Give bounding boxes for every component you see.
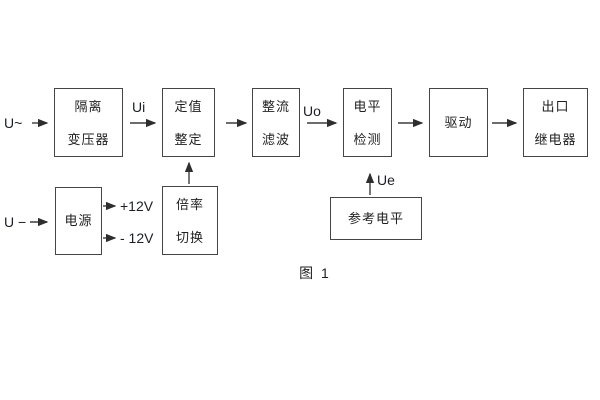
signal-ue: Ue — [377, 172, 395, 188]
block-level-detect: 电平 检测 — [343, 88, 392, 157]
block-label: 检测 — [353, 131, 382, 147]
signal-dc-input: U − — [4, 214, 27, 230]
block-label: 参考电平 — [347, 210, 404, 226]
signal-plus12v: +12V — [120, 198, 154, 214]
block-label: 电源 — [64, 213, 93, 228]
block-setting-adjust: 定值 整定 — [162, 88, 215, 157]
block-label: 驱动 — [444, 114, 473, 130]
signal-ui: Ui — [132, 99, 146, 115]
block-label: 倍率 — [175, 196, 204, 212]
block-label: 隔离 — [74, 98, 103, 114]
signal-uo: Uo — [303, 103, 321, 119]
block-isolation-transformer: 隔离 变压器 — [54, 88, 123, 157]
block-rectifier-filter: 整流 滤波 — [252, 88, 300, 157]
signal-minus12v: - 12V — [120, 230, 154, 246]
signal-ac-input: U~ — [4, 115, 23, 131]
block-power-supply: 电源 — [55, 187, 102, 255]
block-label: 整流 — [261, 98, 290, 114]
block-label: 切换 — [175, 229, 204, 245]
block-ratio-switch: 倍率 切换 — [162, 186, 218, 255]
figure-caption: 图 1 — [299, 265, 331, 281]
block-label: 定值 — [174, 98, 203, 114]
block-reference-level: 参考电平 — [330, 197, 422, 240]
block-label: 滤波 — [261, 131, 290, 147]
block-label: 变压器 — [67, 131, 110, 147]
block-output-relay: 出口 继电器 — [523, 88, 588, 157]
block-label: 继电器 — [534, 131, 577, 147]
block-label: 出口 — [541, 98, 570, 114]
block-label: 整定 — [174, 131, 203, 147]
block-drive: 驱动 — [429, 88, 488, 157]
block-label: 电平 — [353, 98, 382, 114]
